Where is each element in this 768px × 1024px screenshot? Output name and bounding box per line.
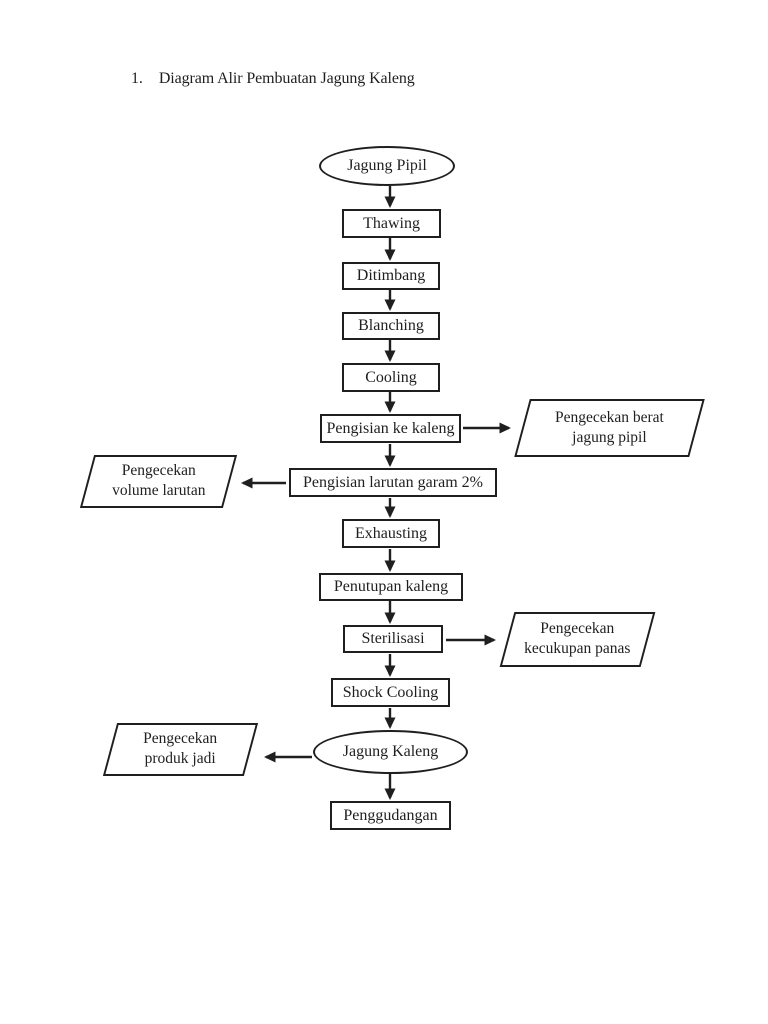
check-label: Pengecekan produk jadi <box>143 729 217 769</box>
check-label: Pengecekan berat jagung pipil <box>555 408 664 448</box>
node-label: Cooling <box>365 368 417 386</box>
node-label: Penggudangan <box>343 806 438 824</box>
node-label: Pengisian larutan garam 2% <box>303 473 483 491</box>
flowchart-node-blanching: Blanching <box>342 312 440 340</box>
flowchart-check-pengecekan-volume-larutan: Pengecekan volume larutan <box>79 455 238 508</box>
node-label: Sterilisasi <box>361 630 425 648</box>
check-label-line: produk jadi <box>144 750 217 768</box>
check-label-line: Pengecekan <box>143 730 218 748</box>
check-label-line: Pengecekan <box>540 620 615 638</box>
node-label: Thawing <box>363 214 420 232</box>
check-label-line: Pengecekan berat <box>555 408 664 426</box>
flowchart-node-cooling: Cooling <box>342 363 440 392</box>
flowchart-check-pengecekan-kecukupan-panas: Pengecekan kecukupan panas <box>499 612 656 667</box>
check-label: Pengecekan volume larutan <box>112 461 205 501</box>
node-label: Pengisian ke kaleng <box>326 419 455 437</box>
flowchart-node-pengisian-ke-kaleng: Pengisian ke kaleng <box>320 414 461 443</box>
flowchart-node-sterilisasi: Sterilisasi <box>343 625 443 653</box>
node-label: Ditimbang <box>356 267 426 285</box>
check-label-line: jagung pipil <box>572 429 647 446</box>
flowchart-node-penutupan-kaleng: Penutupan kaleng <box>319 573 463 601</box>
node-label: Shock Cooling <box>342 683 439 701</box>
node-label: Jagung Kaleng <box>342 743 439 761</box>
flowchart-check-pengecekan-berat-jagung-pipil: Pengecekan berat jagung pipil <box>514 399 705 457</box>
flowchart-node-shock-cooling: Shock Cooling <box>331 678 450 707</box>
flowchart-node-pengisian-larutan-garam: Pengisian larutan garam 2% <box>289 468 497 497</box>
list-number: 1. <box>131 70 143 87</box>
flowchart-node-penggudangan: Penggudangan <box>330 801 451 830</box>
node-label: Penutupan kaleng <box>333 578 449 596</box>
title-text: Diagram Alir Pembuatan Jagung Kaleng <box>158 70 415 87</box>
flowchart-check-pengecekan-produk-jadi: Pengecekan produk jadi <box>102 723 259 776</box>
check-label: Pengecekan kecukupan panas <box>524 619 630 659</box>
check-label-line: kecukupan panas <box>524 640 631 658</box>
check-label-line: Pengecekan <box>121 462 196 480</box>
flowchart-node-ditimbang: Ditimbang <box>342 262 440 290</box>
flowchart-node-jagung-pipil: Jagung Pipil <box>319 146 455 186</box>
node-label: Blanching <box>358 317 424 335</box>
page-title: 1. Diagram Alir Pembuatan Jagung Kaleng <box>131 70 415 88</box>
node-label: Jagung Pipil <box>347 157 427 175</box>
flowchart-node-exhausting: Exhausting <box>342 519 440 548</box>
flowchart-node-thawing: Thawing <box>342 209 441 238</box>
node-label: Exhausting <box>355 524 427 542</box>
flowchart-node-jagung-kaleng: Jagung Kaleng <box>313 730 468 774</box>
check-label-line: volume larutan <box>111 482 206 500</box>
